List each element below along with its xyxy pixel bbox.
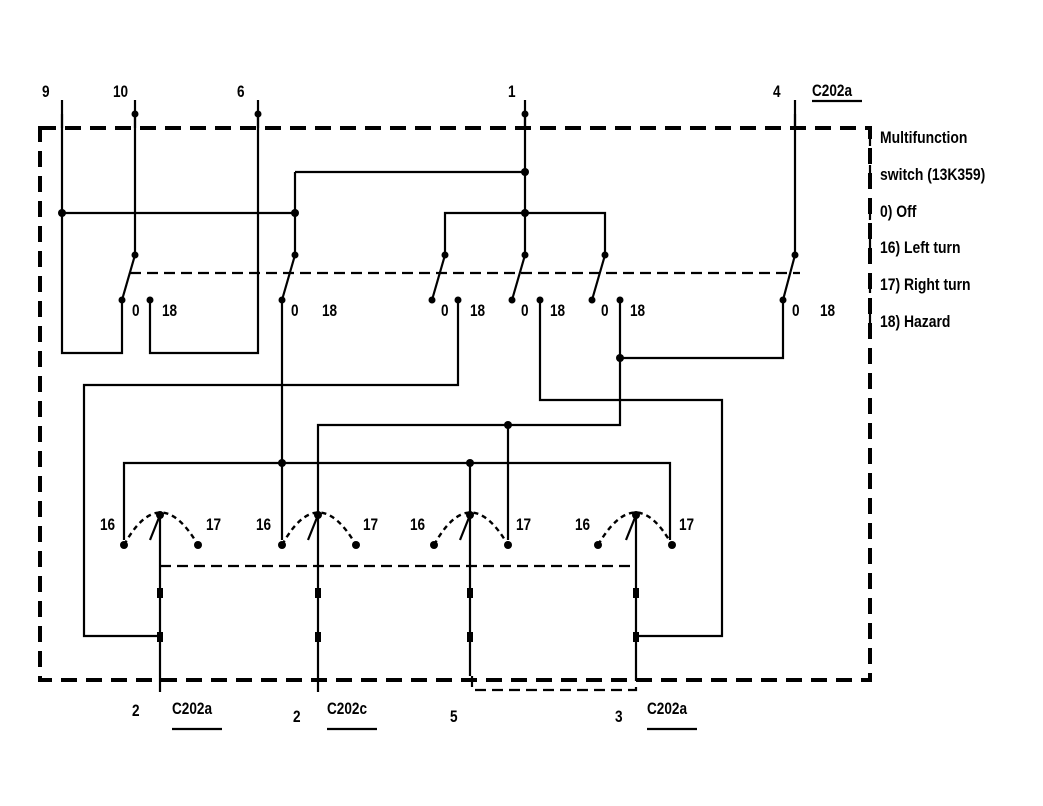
svg-text:0: 0 (291, 302, 299, 321)
svg-text:0: 0 (601, 302, 609, 321)
svg-text:18: 18 (630, 302, 646, 321)
svg-text:0: 0 (792, 302, 800, 321)
svg-text:0: 0 (441, 302, 449, 321)
legend-item-left-turn: 16) Left turn (880, 239, 960, 258)
bottom-pin-label-1: 2 (132, 702, 140, 721)
bottom-pin-label-4: 3 (615, 708, 623, 727)
svg-text:18: 18 (550, 302, 566, 321)
pin-label-6: 6 (237, 83, 245, 102)
svg-text:18: 18 (322, 302, 338, 321)
hazard-switch-blades (120, 254, 797, 301)
pin5-pin3-bridge (470, 676, 638, 692)
hazard-contact-labels: 0 18 0 18 0 18 0 18 0 18 0 18 (132, 302, 836, 321)
bottom-pin-label-3: 5 (450, 708, 458, 727)
bottom-pin-label-2: 2 (293, 708, 301, 727)
svg-text:18: 18 (470, 302, 486, 321)
pin-label-9: 9 (42, 83, 50, 102)
svg-text:16: 16 (256, 516, 271, 535)
pin-label-1: 1 (508, 83, 516, 102)
legend-item-right-turn: 17) Right turn (880, 276, 971, 295)
legend-title-line2: switch (13K359) (880, 166, 985, 185)
legend-title-line1: Multifunction (880, 129, 967, 148)
top-connector-label: C202a (812, 82, 852, 101)
legend-item-hazard: 18) Hazard (880, 313, 950, 332)
svg-text:18: 18 (820, 302, 836, 321)
legend-item-off: 0) Off (880, 203, 917, 222)
legend: Multifunction switch (13K359) 0) Off 16)… (868, 129, 985, 332)
svg-text:17: 17 (206, 516, 221, 535)
svg-text:16: 16 (100, 516, 115, 535)
bottom-connector-label-2: C202c (327, 700, 367, 719)
svg-text:17: 17 (516, 516, 531, 535)
wires (60, 114, 797, 676)
top-pin-stubs (60, 100, 797, 128)
bottom-connector-label-1: C202a (172, 700, 212, 719)
svg-text:17: 17 (363, 516, 378, 535)
svg-text:18: 18 (162, 302, 178, 321)
pin-label-4: 4 (773, 83, 781, 102)
bottom-pin-stubs (158, 676, 320, 692)
bottom-connector-label-4: C202a (647, 700, 687, 719)
switch-housing (38, 126, 872, 682)
junction-dots (58, 110, 799, 642)
svg-text:16: 16 (410, 516, 425, 535)
svg-text:0: 0 (521, 302, 529, 321)
turn-switch-arcs (122, 511, 674, 546)
svg-text:16: 16 (575, 516, 590, 535)
turn-position-labels: 16 17 16 17 16 17 16 17 (100, 516, 694, 535)
svg-text:17: 17 (679, 516, 694, 535)
svg-text:0: 0 (132, 302, 140, 321)
pin-label-10: 10 (113, 83, 128, 102)
